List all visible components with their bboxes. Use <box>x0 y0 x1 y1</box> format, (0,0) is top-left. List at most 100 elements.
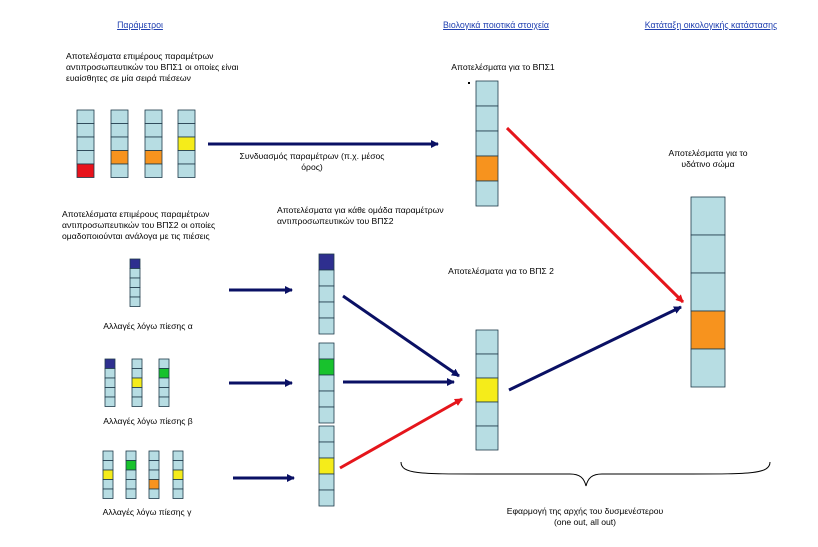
bqe1-param-col-1-cell <box>76 163 95 178</box>
pressure-a-col-cell <box>129 258 141 269</box>
pressure-b-col-2-cell <box>131 396 143 407</box>
water-body-col-cell <box>690 234 726 274</box>
group-c-col-cell <box>318 425 335 443</box>
bqe1-param-col-4-cell <box>177 163 196 178</box>
combine-text-2: όρος) <box>301 162 323 172</box>
principle-text-2: (one out, all out) <box>553 517 617 527</box>
group-c-col-cell <box>318 457 335 475</box>
pressure-c-col-2-cell <box>125 488 137 499</box>
group-a-col-cell <box>318 285 335 303</box>
pressure-a-col-cell <box>129 277 141 288</box>
combine-text-1: Συνδυασμός παραμέτρων (π.χ. μέσος <box>239 151 385 161</box>
pressure-c-col-1-cell <box>102 488 114 499</box>
bqe1-param-col-3-cell <box>144 123 163 138</box>
pressure-b-col-1-cell <box>104 377 116 388</box>
water-body-col-cell <box>690 196 726 236</box>
bqe1-param-col-1-cell <box>76 123 95 138</box>
group-a-col <box>318 253 335 335</box>
bqe1-param-col-3-cell <box>144 109 163 124</box>
pressure-c-col-1-cell <box>102 450 114 461</box>
bqe2-param-text-3: ομαδοποιούνται ανάλογα με τις πιέσεις <box>62 231 210 241</box>
water-body-label-2: υδάτινο σώμα <box>681 159 735 169</box>
group-b-col-cell <box>318 390 335 408</box>
bqe2-result-col <box>475 329 499 451</box>
group-a-col-cell <box>318 269 335 287</box>
bqe1-result-col <box>475 80 499 207</box>
group-a-col-cell <box>318 253 335 271</box>
bqe2-result-col-cell <box>475 425 499 451</box>
bqe1-result-label: Αποτελέσματα για το ΒΠΣ1 <box>451 62 555 72</box>
group-a-col-cell <box>318 317 335 335</box>
bqe1-param-col-4-cell <box>177 123 196 138</box>
pressure-b-col-1 <box>104 358 116 407</box>
pressure-b-col-1-cell <box>104 387 116 398</box>
bqe1-param-col-3-cell <box>144 136 163 151</box>
bqe1-param-col-4-cell <box>177 150 196 165</box>
pressure-c-col-4-cell <box>172 469 184 480</box>
pressure-b-col-3-cell <box>158 396 170 407</box>
pressure-a-col-cell <box>129 287 141 298</box>
pressure-c-col-4-cell <box>172 450 184 461</box>
water-body-col-cell <box>690 348 726 388</box>
bqe2-result-col-cell <box>475 377 499 403</box>
bqe2-param-text-1: Αποτελέσματα επιμέρους παραμέτρων <box>62 209 210 219</box>
pressure-c-col-1-cell <box>102 479 114 490</box>
brace <box>400 461 771 487</box>
pressure-c-label: Αλλαγές λόγω πίεσης γ <box>102 507 192 517</box>
pressure-c-col-2-cell <box>125 460 137 471</box>
pressure-b-col-1-cell <box>104 358 116 369</box>
bqe1-param-col-2-cell <box>110 123 129 138</box>
bqe1-result-col-cell <box>475 80 499 107</box>
bqe1-param-col-2 <box>110 109 129 178</box>
pressure-c-col-2-cell <box>125 479 137 490</box>
pressure-a-col-cell <box>129 296 141 307</box>
bqe1-param-col-3-cell <box>144 163 163 178</box>
pressure-c-col-4 <box>172 450 184 499</box>
bqe1-param-col-1-cell <box>76 136 95 151</box>
pressure-c-col-2-cell <box>125 450 137 461</box>
pressure-b-col-2-cell <box>131 377 143 388</box>
group-b-col <box>318 342 335 424</box>
header-parameters: Παράμετροι <box>117 20 163 30</box>
water-body-col-cell <box>690 272 726 312</box>
bqe2-param-text-2: αντιπροσωπευτικών του ΒΠΣ2 οι οποίες <box>62 220 216 230</box>
bqe1-param-col-3 <box>144 109 163 178</box>
arrow-group-c <box>339 397 463 470</box>
bqe1-result-col-cell <box>475 105 499 132</box>
bqe1-param-col-2-cell <box>110 163 129 178</box>
pressure-c-col-3-cell <box>148 469 160 480</box>
pressure-a-col-cell <box>129 268 141 279</box>
group-b-col-cell <box>318 342 335 360</box>
pressure-a-label: Αλλαγές λόγω πίεσης α <box>103 321 193 331</box>
pressure-b-col-3-cell <box>158 387 170 398</box>
bqe1-result-col-cell <box>475 130 499 157</box>
bqe2-group-text-1: Αποτελέσματα για κάθε ομάδα παραμέτρων <box>277 205 444 215</box>
arrow-bqe2-waterbody <box>508 305 682 392</box>
pressure-b-col-3-cell <box>158 368 170 379</box>
bqe1-param-text-1: Αποτελέσματα επιμέρους παραμέτρων <box>66 51 214 61</box>
bqe1-param-col-1 <box>76 109 95 178</box>
bqe2-group-text-2: αντιπροσωπευτικών του ΒΠΣ2 <box>277 216 394 226</box>
bqe1-param-text-2: αντιπροσωπευτικών του ΒΠΣ1 οι οποίες είν… <box>66 62 239 72</box>
stray-dot <box>468 82 470 84</box>
group-c-col <box>318 425 335 507</box>
water-body-label-1: Αποτελέσματα για το <box>668 148 748 158</box>
pressure-c-col-2-cell <box>125 469 137 480</box>
pressure-c-col-3-cell <box>148 450 160 461</box>
bqe1-param-col-4-cell <box>177 109 196 124</box>
pressure-c-col-3-cell <box>148 488 160 499</box>
group-b-col-cell <box>318 358 335 376</box>
pressure-b-col-1-cell <box>104 368 116 379</box>
pressure-c-col-3-cell <box>148 460 160 471</box>
bqe1-param-col-4 <box>177 109 196 178</box>
pressure-b-col-2 <box>131 358 143 407</box>
water-body-col-cell <box>690 310 726 350</box>
header-classification: Κατάταξη οικολογικής κατάστασης <box>644 20 778 30</box>
pressure-b-col-2-cell <box>131 368 143 379</box>
pressure-c-col-1 <box>102 450 114 499</box>
bqe1-result-col-cell <box>475 155 499 182</box>
group-c-col-cell <box>318 473 335 491</box>
arrow-group-a <box>342 294 460 378</box>
group-b-col-cell <box>318 406 335 424</box>
group-a-col-cell <box>318 301 335 319</box>
